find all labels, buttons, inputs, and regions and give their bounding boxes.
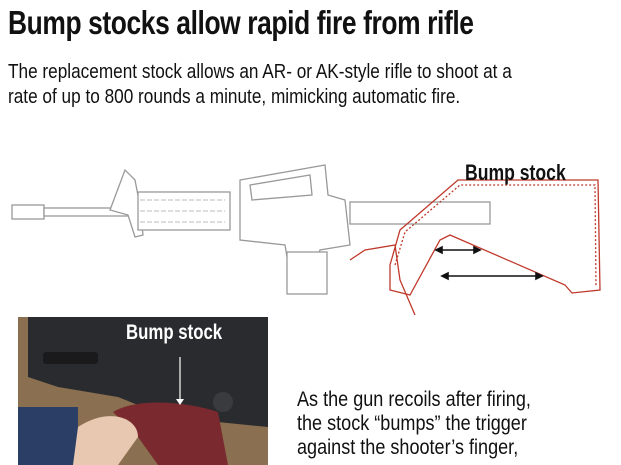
handguard-vents	[140, 199, 225, 223]
bump-stock-outline	[349, 179, 601, 315]
subheadline: The replacement stock allows an AR- or A…	[8, 60, 512, 110]
caption-line: against the shooter’s finger,	[297, 436, 519, 459]
caption-line: the stock “bumps” the trigger	[297, 412, 527, 435]
rifle-diagram	[11, 164, 601, 315]
photo-bump-stock-label: Bump stock	[126, 321, 223, 344]
subheadline-line: rate of up to 800 rounds a minute, mimic…	[8, 86, 461, 108]
magazine	[286, 251, 328, 295]
subheadline-line: The replacement stock allows an AR- or A…	[8, 61, 512, 83]
muzzle	[11, 204, 45, 220]
explanation-text: As the gun recoils after firing, the sto…	[297, 388, 531, 460]
photo-illustration	[18, 317, 268, 465]
motion-arrows	[434, 245, 544, 281]
rifle-outline	[11, 164, 491, 295]
diagram-bump-stock-label: Bump stock	[465, 160, 566, 185]
headline: Bump stocks allow rapid fire from rifle	[8, 4, 474, 41]
carry-handle	[249, 174, 313, 201]
caption-line: As the gun recoils after firing,	[297, 388, 531, 411]
bump-stock-photo: Bump stock	[18, 317, 268, 465]
